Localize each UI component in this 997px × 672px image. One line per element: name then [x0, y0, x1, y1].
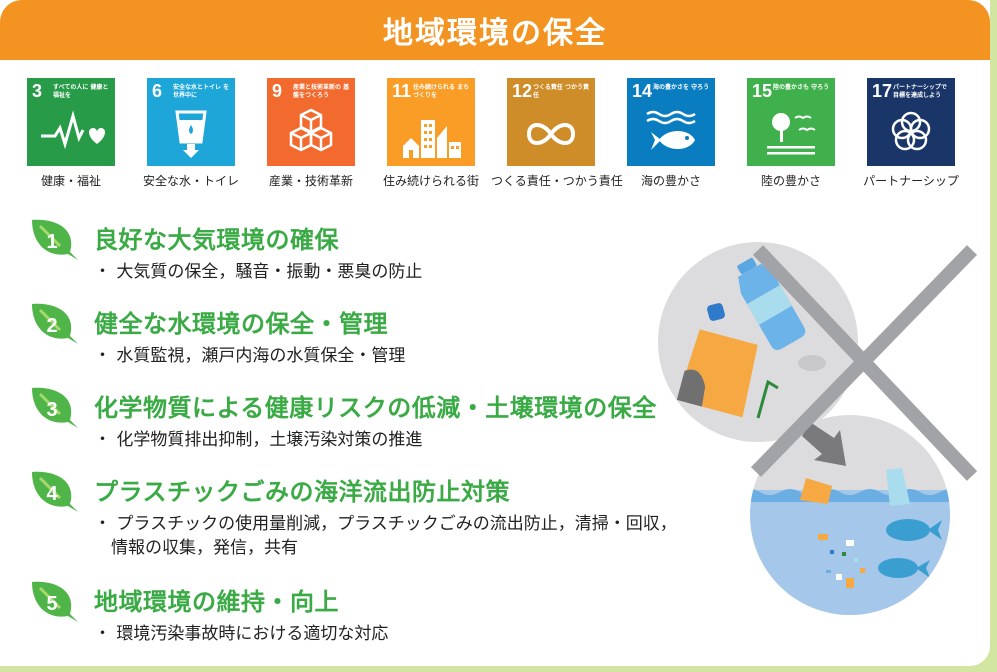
sdg-number: 11 [392, 81, 412, 101]
sdg-tile: 9 産業と技術革新の 基盤をつくろう [267, 78, 355, 166]
sdg-subtitle: すべての人に 健康と福祉を [53, 84, 109, 99]
sdg-label: パートナーシップ [863, 174, 959, 188]
policy-title: 健全な水環境の保全・管理 [94, 310, 388, 338]
sdg-tile: 11 住み続けられる まちづくりを [387, 78, 475, 166]
sdg-subtitle: 安全な水とトイレ を世界中に [173, 84, 230, 99]
svg-text:4: 4 [46, 483, 58, 505]
plastic-bottle-icon [737, 257, 806, 351]
buildings-icon [403, 120, 461, 158]
sdg-number: 3 [32, 81, 43, 101]
sdg-number: 9 [272, 81, 283, 101]
sdg-subtitle: つくる責任 つかう責任 [533, 84, 589, 99]
sdg-subtitle: パートナーシップで 目標を達成しよう [893, 84, 947, 99]
svg-text:2: 2 [46, 315, 57, 337]
sdg-label: 海の豊かさ [640, 174, 701, 188]
policy-title: プラスチックごみの海洋流出防止対策 [94, 478, 511, 506]
sdg-subtitle: 海の豊かさを 守ろう [653, 84, 710, 91]
sdg-goal-6: 6 安全な水とトイレ を世界中に 安全な水・トイレ [131, 78, 251, 189]
policy-desc: ・ 環境汚染事故時における適切な対応 [94, 624, 389, 644]
policy-desc-line: 情報の収集，発信，共有 [94, 538, 298, 558]
svg-text:5: 5 [46, 593, 57, 615]
sdg-icons-row: 3 すべての人に 健康と福祉を 健康・福祉 6 安全な水とトイレ を世界中に [0, 78, 990, 188]
sdg-label: 住み続けられる街 [382, 174, 479, 188]
sdg-goal-9: 9 産業と技術革新の 基盤をつくろう 産業・技術革新 [251, 78, 371, 189]
fish-icon [878, 519, 942, 578]
policy-desc: ・ 化学物質排出抑制，土壌汚染対策の推進 [94, 430, 423, 450]
sdg-tile: 6 安全な水とトイレ を世界中に [147, 78, 235, 166]
page-title: 地域環境の保全 [383, 16, 607, 51]
sdg-number: 14 [632, 81, 653, 101]
snack-bag-icon [676, 329, 758, 418]
policy-desc: ・ プラスチックの使用量削減，プラスチックごみの流出防止，清掃・回収， 情報の収… [94, 512, 677, 560]
sdg-number: 15 [752, 81, 773, 101]
heartbeat-icon [41, 110, 105, 150]
sdg-goal-12: 12 つくる責任 つかう責任 つくる責任・つかう責任 [491, 78, 623, 189]
microplastics-icon [818, 534, 865, 588]
sdg-goal-17: 17 パートナーシップで 目標を達成しよう パートナーシップ [851, 78, 971, 189]
sdg-label: 健康・福祉 [40, 174, 101, 188]
flower-rings-icon [891, 111, 931, 151]
policy-title: 良好な大気環境の確保 [94, 226, 339, 254]
straw-icon [756, 379, 779, 419]
svg-text:1: 1 [46, 231, 57, 253]
water-glass-icon [175, 110, 207, 158]
header-banner: 地域環境の保全 [0, 0, 990, 60]
infinity-icon [526, 123, 576, 145]
sdg-number: 17 [872, 81, 893, 101]
sdg-subtitle: 産業と技術革新の 基盤をつくろう [293, 84, 350, 99]
policy-title: 化学物質による健康リスクの低減・土壌環境の保全 [94, 394, 657, 422]
sdg-label: 安全な水・トイレ [142, 174, 239, 188]
sdg-tile: 12 つくる責任 つかう責任 [507, 78, 595, 166]
sdg-tile: 17 パートナーシップで 目標を達成しよう [867, 78, 955, 166]
sdg-tile: 15 陸の豊かさも 守ろう [747, 78, 835, 166]
sdg-label: 陸の豊かさ [760, 174, 821, 188]
plastic-ocean-illustration [658, 242, 978, 615]
sdg-tile: 14 海の豊かさを 守ろう [627, 78, 715, 166]
sdg-label: 産業・技術革新 [268, 174, 353, 188]
policy-title: 地域環境の維持・向上 [94, 588, 339, 616]
sdg-subtitle: 住み続けられる まちづくりを [413, 84, 470, 99]
leaf-number-icon: 4 [32, 471, 78, 512]
arrow-down-icon [802, 422, 846, 466]
policy-desc-line: ・ プラスチックの使用量削減，プラスチックごみの流出防止，清掃・回収， [94, 514, 677, 534]
cross-x-icon [750, 245, 978, 481]
leaf-number-icon: 5 [32, 581, 78, 622]
policy-desc: ・ 大気質の保全，騒音・振動・悪臭の防止 [94, 262, 423, 282]
leaf-number-icon: 1 [32, 219, 78, 260]
sdg-tile: 3 すべての人に 健康と福祉を [27, 78, 115, 166]
tree-birds-icon [767, 113, 816, 155]
cubes-icon [289, 108, 333, 152]
sdg-goal-3: 3 すべての人に 健康と福祉を 健康・福祉 [11, 78, 131, 189]
sdg-number: 6 [152, 81, 163, 101]
leaf-number-icon: 3 [32, 387, 78, 428]
leaf-number-icon: 2 [32, 303, 78, 344]
fish-waves-icon [646, 110, 696, 150]
cup-icon [798, 355, 826, 371]
policy-desc: ・ 水質監視，瀬戸内海の水質保全・管理 [94, 346, 406, 366]
bottle-cap-icon [707, 303, 725, 321]
sdg-goal-11: 11 住み続けられる まちづくりを [371, 78, 491, 189]
sdg-subtitle: 陸の豊かさも 守ろう [773, 84, 830, 91]
sdg-goal-14: 14 海の豊かさを 守ろう 海の豊かさ [611, 78, 731, 189]
svg-text:3: 3 [46, 399, 57, 421]
sdg-label: つくる責任・つかう責任 [491, 174, 623, 188]
sdg-number: 12 [512, 81, 533, 101]
sdg-goal-15: 15 陸の豊かさも 守ろう 陸の豊かさ [731, 78, 851, 189]
